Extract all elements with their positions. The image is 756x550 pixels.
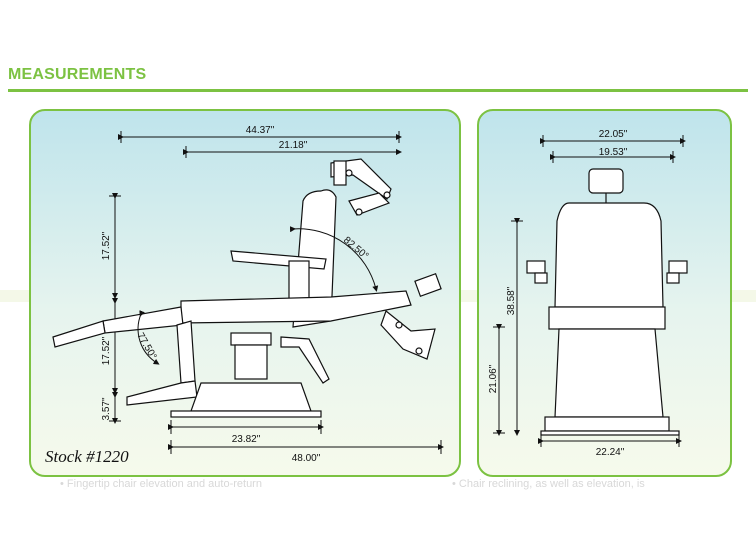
chair-side-drawing: [52, 158, 442, 418]
label-inner-width: 19.53": [599, 147, 628, 158]
dim-seat-height-front: 21.06": [488, 324, 505, 436]
dim-seat-height: 17.52": [101, 298, 118, 394]
label-back-angle: 82.50°: [341, 235, 370, 262]
label-base-width: 23.82": [232, 434, 261, 445]
label-footrest-height: 3.57": [101, 397, 112, 420]
dim-backrest-span: 21.18": [183, 140, 402, 158]
side-view-panel: 44.37" 21.18" 17.52" 17.52" 3.57": [29, 109, 461, 477]
section-title: MEASUREMENTS: [8, 66, 147, 83]
title-divider: [8, 89, 748, 92]
faint-caption-right: • Chair reclining, as well as elevation,…: [452, 478, 645, 490]
dim-back-height: 17.52": [101, 193, 121, 299]
dim-outer-width: 22.05": [540, 129, 686, 147]
dim-base-width-front: 22.24": [538, 435, 682, 458]
front-view-diagram: 22.05" 19.53" 38.58" 21.06": [488, 129, 688, 458]
chair-front-drawing: [526, 168, 688, 436]
dim-base-width: 23.82": [168, 420, 324, 445]
label-overall-length: 44.37": [246, 125, 275, 136]
dim-overall-length: 44.37": [118, 125, 402, 143]
label-backrest-span: 21.18": [279, 140, 308, 151]
label-extended-length: 48.00": [292, 453, 321, 464]
dim-extended-length: 48.00": [168, 440, 444, 464]
label-seat-height-front: 21.06": [488, 364, 499, 393]
dim-total-height: 38.58": [506, 218, 523, 436]
label-total-height: 38.58": [506, 286, 517, 315]
label-seat-height: 17.52": [101, 336, 112, 365]
label-outer-width: 22.05": [599, 129, 628, 140]
label-back-height: 17.52": [101, 231, 112, 260]
stock-number: Stock #1220: [45, 447, 129, 466]
dim-footrest-height: 3.57": [101, 392, 121, 424]
dim-inner-width: 19.53": [550, 147, 676, 163]
side-view-diagram: 44.37" 21.18" 17.52" 17.52" 3.57": [52, 125, 444, 464]
label-base-width-front: 22.24": [596, 447, 625, 458]
front-view-panel: 22.05" 19.53" 38.58" 21.06": [477, 109, 732, 477]
label-leg-angle: 77.50°: [134, 331, 158, 362]
faint-caption-left: • Fingertip chair elevation and auto-ret…: [60, 478, 262, 490]
